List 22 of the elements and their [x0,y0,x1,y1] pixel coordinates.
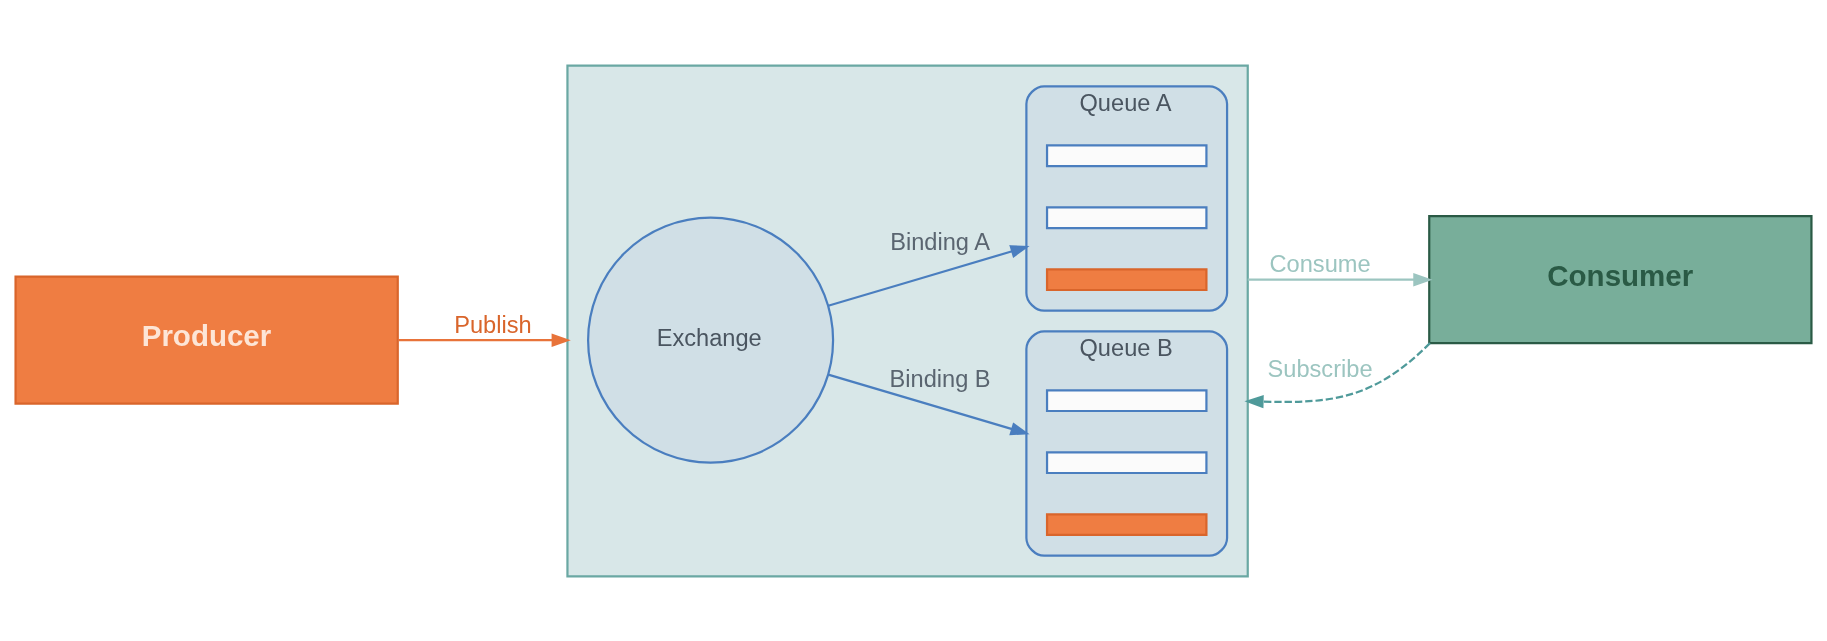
node-bar [1045,143,1208,167]
edge-label: Consume [1269,250,1371,277]
node-bar [1045,205,1208,229]
arrow [827,373,1030,435]
cluster: Queue B [1025,329,1229,557]
edge-label: Subscribe [1267,355,1373,382]
arrow [827,244,1030,307]
cluster [566,64,1249,577]
node-bar [1045,267,1208,291]
node-bar [1045,450,1208,474]
cluster: Queue A [1025,84,1229,312]
node-box: Producer [14,275,399,405]
node-bar [1045,512,1208,536]
arrow [1247,272,1433,286]
edge-label: Binding A [890,228,990,255]
node-box: Consumer [1428,214,1813,344]
node-circle: Exchange [587,216,835,464]
node-bar [1045,388,1208,412]
edge-label: Publish [454,311,532,338]
edge-label: Binding B [889,365,991,392]
arrow [1244,341,1431,408]
arrow [398,332,571,347]
